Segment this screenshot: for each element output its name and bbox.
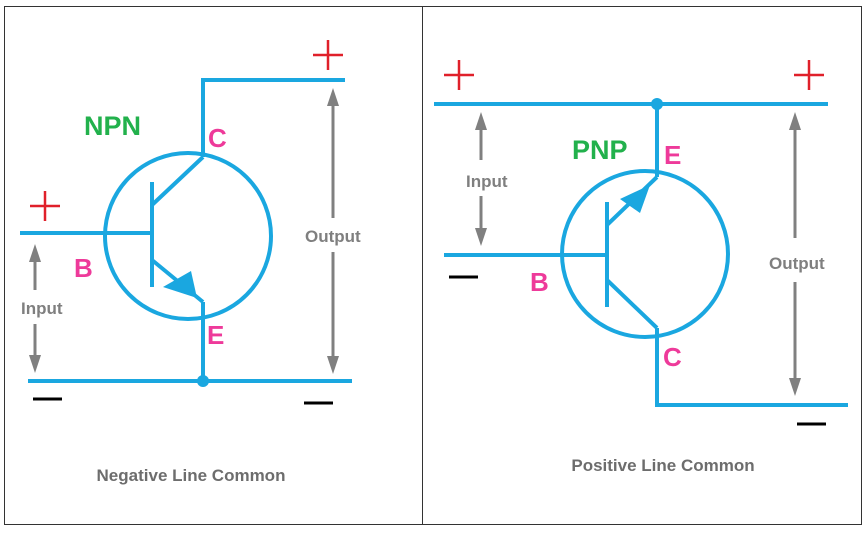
npn-junction-dot [197,375,209,387]
pnp-input-label: Input [466,172,508,191]
npn-transistor-circle [103,151,273,321]
pnp-collector-wire [655,328,848,407]
npn-input-arrow [29,244,41,373]
npn-collector-label: C [208,123,227,153]
npn-emitter-label: E [207,320,224,350]
npn-emitter-arrow [163,271,197,298]
npn-collector-lead [150,155,205,207]
npn-panel: NPN C B E Input Output Negative Line Com… [20,40,361,485]
npn-caption: Negative Line Common [97,466,286,485]
pnp-output-plus-icon [794,60,824,90]
pnp-title: PNP [572,135,628,165]
pnp-input-plus-icon [444,60,474,90]
pnp-input-arrow [475,112,487,246]
pnp-transistor-circle [560,169,730,339]
pnp-caption: Positive Line Common [571,456,754,475]
outer-frame [4,6,862,525]
npn-output-arrow [327,88,339,374]
npn-input-plus-icon [30,191,60,221]
pnp-collector-lead [605,278,659,330]
pnp-base-label: B [530,267,549,297]
pnp-collector-label: C [663,342,682,372]
pnp-panel: PNP E B C Input Output Positive Line Com… [434,60,848,475]
pnp-output-arrow [789,112,801,396]
pnp-emitter-label: E [664,140,681,170]
npn-collector-wire [201,78,345,157]
pnp-emitter-arrow [620,185,650,213]
npn-base-label: B [74,253,93,283]
npn-output-plus-icon [313,40,343,70]
npn-title: NPN [84,111,141,141]
npn-output-label: Output [305,227,361,246]
pnp-output-label: Output [769,254,825,273]
npn-input-label: Input [21,299,63,318]
